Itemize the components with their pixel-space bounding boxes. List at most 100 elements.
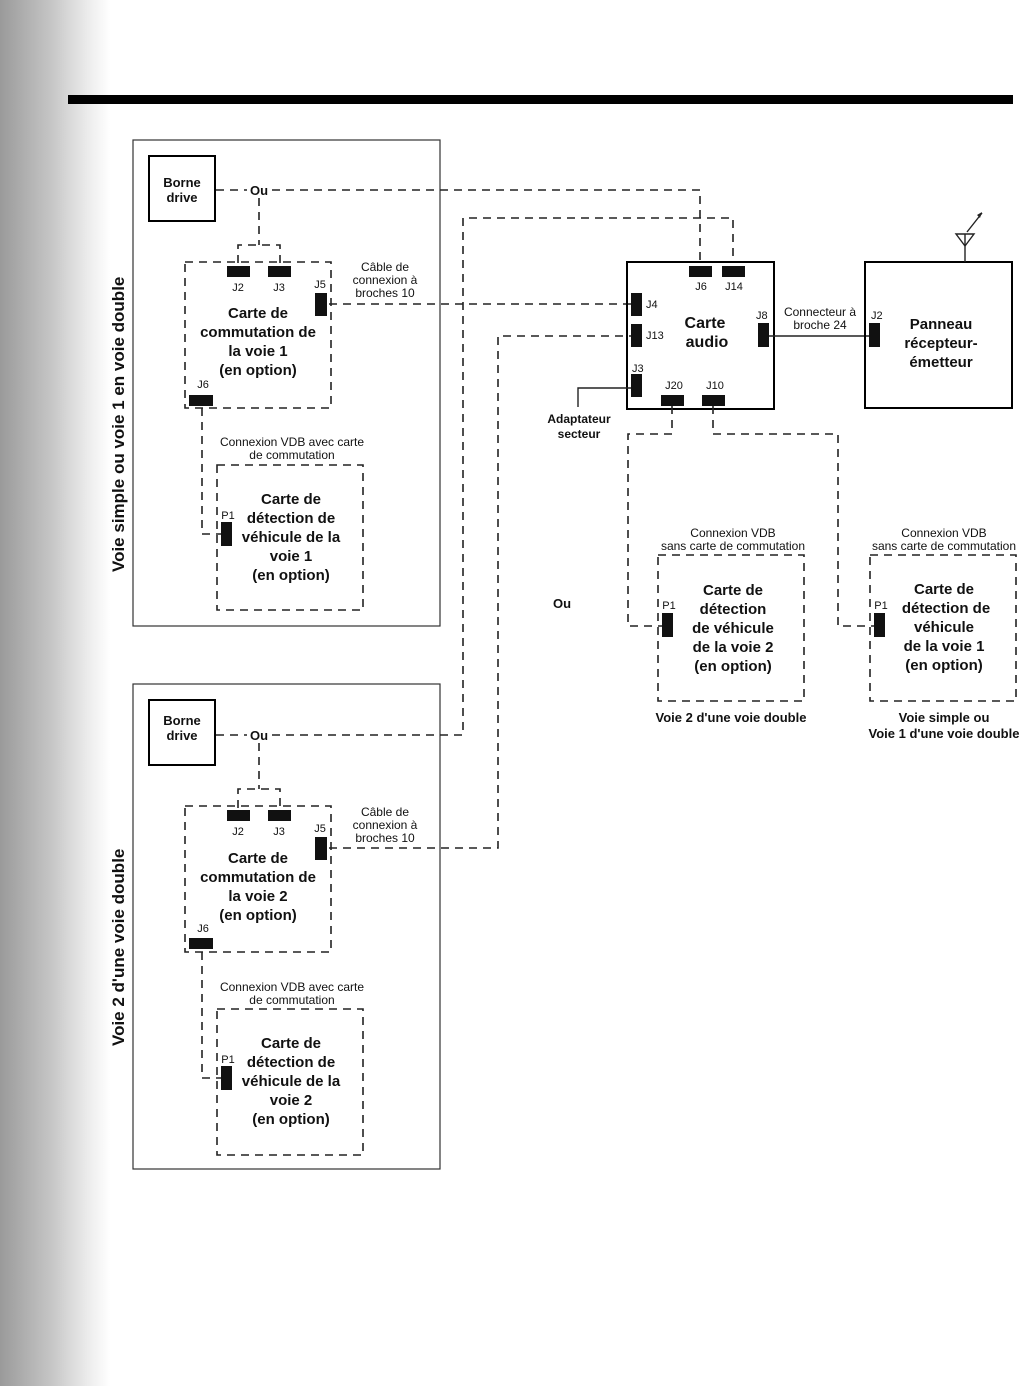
switch-card-line1: Carte de bbox=[228, 850, 288, 867]
cable-label-line1: Câble de bbox=[361, 260, 409, 274]
p1-label: P1 bbox=[221, 1054, 234, 1066]
detection-card-line2: détection de bbox=[247, 1054, 335, 1071]
panel-title-line1: Panneau bbox=[910, 316, 973, 333]
upper-group: Voie simple ou voie 1 en voie double Bor… bbox=[109, 139, 701, 627]
transceiver-panel: J2 Panneau récepteur- émetteur bbox=[864, 212, 1013, 409]
panel-title-line3: émetteur bbox=[909, 354, 973, 371]
lane1-vdb-header-line1: Connexion VDB bbox=[901, 526, 986, 540]
lane2-vdb-header-line1: Connexion VDB bbox=[690, 526, 775, 540]
j3-label: J3 bbox=[273, 826, 285, 838]
j3-label: J3 bbox=[273, 282, 285, 294]
panel-box bbox=[864, 261, 1013, 409]
switch-card-line4: (en option) bbox=[219, 362, 296, 379]
lower-or-label: Ou bbox=[250, 728, 268, 743]
detection-card-line1: Carte de bbox=[261, 491, 321, 508]
drive-box-line1: Borne bbox=[163, 713, 201, 728]
drive-terminal-box bbox=[148, 155, 216, 222]
lane2-vdb-card-line5: (en option) bbox=[694, 658, 771, 675]
j5-label: J5 bbox=[314, 823, 326, 835]
j4-connector bbox=[631, 293, 642, 316]
middle-or-label: Ou bbox=[553, 596, 571, 611]
panel-title-line2: récepteur- bbox=[904, 335, 977, 352]
audio-card: J6 J14 J4 J13 J3 J8 J20 J10 Carte audio bbox=[626, 261, 775, 410]
lane2-vdb-card bbox=[657, 554, 805, 702]
j13-label: J13 bbox=[646, 330, 664, 342]
lane2-vdb-group: Connexion VDB sans carte de commutation … bbox=[656, 526, 807, 725]
audio-card-title-line1: Carte bbox=[685, 315, 726, 332]
j6-connector bbox=[189, 938, 213, 949]
adapter-label-line2: secteur bbox=[558, 427, 601, 441]
detection-card-line4: voie 1 bbox=[270, 548, 313, 565]
drive-box-line2: drive bbox=[166, 728, 197, 743]
lane1-vdb-caption-line2: Voie 1 d'une voie double bbox=[869, 726, 1020, 741]
switch-card-line2: commutation de bbox=[200, 869, 316, 886]
upper-or-label: Ou bbox=[250, 183, 268, 198]
switch-card-line4: (en option) bbox=[219, 907, 296, 924]
j10-connector bbox=[702, 395, 725, 406]
lane2-vdb-caption: Voie 2 d'une voie double bbox=[656, 710, 807, 725]
cable-label-line2: connexion à bbox=[353, 818, 418, 832]
connector24-line2: broche 24 bbox=[793, 318, 847, 332]
antenna-icon bbox=[954, 212, 983, 262]
detection-card-line5: (en option) bbox=[252, 567, 329, 584]
j8-label: J8 bbox=[756, 310, 768, 322]
detection-card-line3: véhicule de la bbox=[242, 1073, 341, 1090]
lane1-vdb-header-line2: sans carte de commutation bbox=[872, 539, 1016, 553]
detection-card-line2: détection de bbox=[247, 510, 335, 527]
lane1-vdb-card-line3: véhicule bbox=[914, 619, 974, 636]
j14-connector bbox=[722, 266, 745, 277]
drive-box-line1: Borne bbox=[163, 175, 201, 190]
lane2-vdb-card-line4: de la voie 2 bbox=[693, 639, 774, 656]
lane1-vdb-card-line4: de la voie 1 bbox=[904, 638, 985, 655]
j20-connector bbox=[661, 395, 684, 406]
lane1-vdb-card-line1: Carte de bbox=[914, 581, 974, 598]
vdb-with-switch-line2: de commutation bbox=[249, 448, 334, 462]
lane2-vdb-header-line2: sans carte de commutation bbox=[661, 539, 805, 553]
p1-connector bbox=[221, 522, 232, 546]
j3-label: J3 bbox=[632, 363, 644, 375]
lane1-detection-card bbox=[216, 464, 364, 611]
j2-label: J2 bbox=[232, 826, 244, 838]
j2-label: J2 bbox=[232, 282, 244, 294]
lane2-section-label: Voie 2 d'une voie double bbox=[109, 849, 128, 1046]
cable-label-line3: broches 10 bbox=[355, 831, 415, 845]
connector24-line1: Connecteur à bbox=[784, 305, 856, 319]
cable-label-line3: broches 10 bbox=[355, 286, 415, 300]
j8-connector bbox=[758, 323, 769, 347]
lane1-vdb-card bbox=[869, 554, 1017, 702]
p1-connector bbox=[662, 613, 673, 637]
p1-label: P1 bbox=[874, 600, 887, 612]
header-rule bbox=[68, 95, 1013, 104]
lower-group-frame bbox=[132, 683, 441, 1170]
j13-connector bbox=[631, 324, 642, 347]
p1-connector bbox=[221, 1066, 232, 1090]
switch-card-line2: commutation de bbox=[200, 324, 316, 341]
cable-label-line2: connexion à bbox=[353, 273, 418, 287]
lane1-switch-card bbox=[184, 261, 332, 409]
lane2-detection-card bbox=[216, 1008, 364, 1156]
switch-card-line3: la voie 2 bbox=[228, 888, 287, 905]
j6-label: J6 bbox=[695, 281, 707, 293]
vdb-with-switch-line2: de commutation bbox=[249, 993, 334, 1007]
j6-label: J6 bbox=[197, 379, 209, 391]
j6-connector bbox=[189, 395, 213, 406]
detection-card-line3: véhicule de la bbox=[242, 529, 341, 546]
j14-label: J14 bbox=[725, 281, 743, 293]
panel-j2-connector bbox=[869, 323, 880, 347]
detection-card-line1: Carte de bbox=[261, 1035, 321, 1052]
audio-card-title-line2: audio bbox=[686, 334, 729, 351]
lane1-vdb-caption-line1: Voie simple ou bbox=[899, 710, 990, 725]
lane1-vdb-card-line5: (en option) bbox=[905, 657, 982, 674]
switch-card-line1: Carte de bbox=[228, 305, 288, 322]
single-lane-section-label: Voie simple ou voie 1 en voie double bbox=[109, 277, 128, 572]
j3-connector bbox=[631, 374, 642, 397]
detection-card-line5: (en option) bbox=[252, 1111, 329, 1128]
vdb-with-switch-line1: Connexion VDB avec carte bbox=[220, 980, 364, 994]
switch-card-line3: la voie 1 bbox=[228, 343, 287, 360]
lower-group: Voie 2 d'une voie double Borne drive Ou … bbox=[109, 217, 734, 1170]
lane2-switch-card bbox=[184, 805, 332, 953]
p1-label: P1 bbox=[221, 510, 234, 522]
j2-connector bbox=[227, 810, 250, 821]
j5-connector bbox=[315, 837, 327, 860]
upper-group-frame bbox=[132, 139, 441, 627]
